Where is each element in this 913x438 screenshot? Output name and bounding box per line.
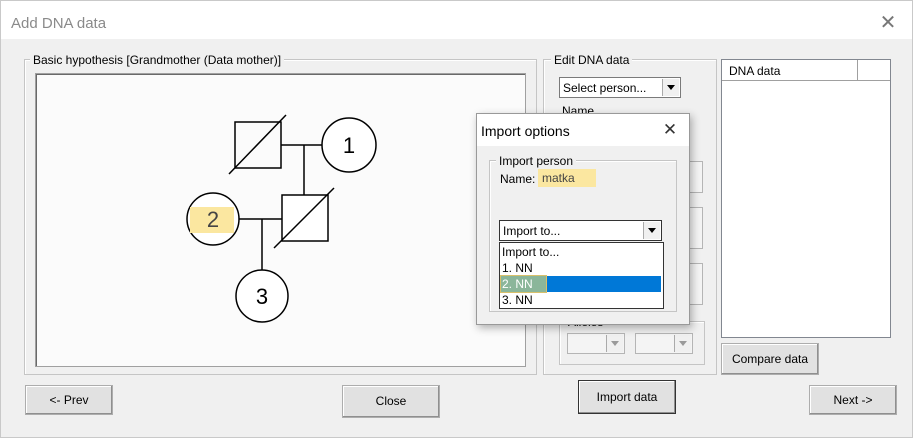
person-2-highlight	[190, 207, 234, 233]
import-to-value: Import to...	[503, 224, 561, 238]
chevron-down-icon[interactable]	[606, 335, 623, 352]
title-bar: Add DNA data ✕	[1, 1, 912, 39]
deceased-mark	[228, 114, 287, 175]
compare-data-button[interactable]: Compare data	[721, 343, 819, 375]
person-1-label: 1	[343, 133, 355, 158]
allele-2-combo[interactable]	[635, 333, 693, 354]
dna-data-column-label: DNA data	[729, 64, 781, 78]
hypothesis-legend: Basic hypothesis [Grandmother (Data moth…	[30, 53, 285, 67]
pedigree-diagram: 1 2 3	[186, 114, 377, 323]
import-option[interactable]: Import to...	[502, 245, 560, 259]
dialog-title-bar: Import options ✕	[477, 114, 689, 146]
select-person-combo[interactable]: Select person...	[559, 77, 681, 98]
chevron-down-icon[interactable]	[643, 222, 660, 239]
prev-button[interactable]: <- Prev	[25, 385, 113, 415]
window-title: Add DNA data	[11, 15, 107, 32]
chevron-down-icon[interactable]	[662, 79, 679, 96]
person-3-label: 3	[256, 284, 268, 309]
import-option[interactable]: 3. NN	[502, 293, 533, 307]
dialog-title: Import options	[481, 123, 570, 139]
import-person-group	[489, 160, 677, 312]
dna-data-column-header[interactable]: DNA data	[722, 60, 858, 81]
import-to-dropdown-list[interactable]: Import to... 1. NN 2. NN 3. NN	[499, 242, 664, 309]
import-person-legend: Import person	[496, 154, 577, 168]
next-button[interactable]: Next ->	[809, 385, 897, 415]
import-option[interactable]: 1. NN	[502, 261, 533, 275]
import-data-button[interactable]: Import data	[578, 380, 676, 414]
dna-data-list[interactable]: DNA data	[721, 59, 891, 338]
dna-second-column-header[interactable]	[858, 60, 890, 81]
allele-1-combo[interactable]	[567, 333, 625, 354]
select-person-value: Select person...	[563, 81, 647, 95]
dialog-name-label: Name:	[500, 172, 536, 186]
pedigree-canvas: 1 2 3	[35, 73, 526, 367]
person-2-label: 2	[207, 207, 219, 232]
edit-dna-legend: Edit DNA data	[551, 53, 633, 67]
dialog-close-icon[interactable]: ✕	[662, 120, 678, 139]
dialog-name-value: matka	[538, 169, 596, 187]
person-3-symbol	[235, 269, 289, 323]
person-1-symbol	[321, 117, 377, 173]
import-option-selected[interactable]: 2. NN	[500, 275, 661, 293]
selection-highlight	[500, 275, 547, 293]
import-to-combo[interactable]: Import to...	[499, 220, 662, 241]
deceased-mark-2	[273, 187, 335, 249]
import-option-label: 2. NN	[502, 277, 533, 291]
close-icon[interactable]: ✕	[879, 12, 897, 34]
import-options-dialog: Import options ✕ Import person Name: mat…	[476, 113, 690, 325]
close-button[interactable]: Close	[342, 385, 440, 418]
chevron-down-icon[interactable]	[674, 335, 691, 352]
